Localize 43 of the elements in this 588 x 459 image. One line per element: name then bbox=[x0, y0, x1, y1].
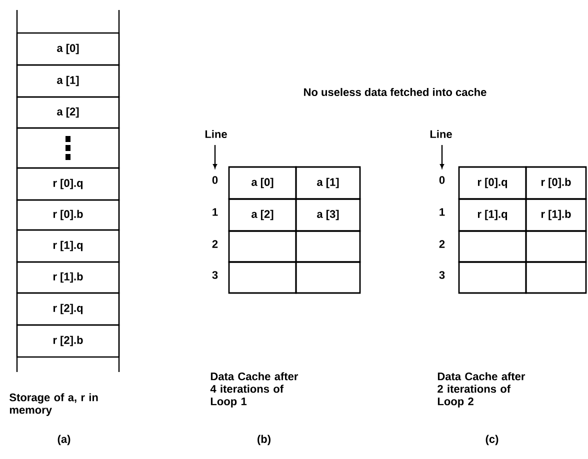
memory-cell: r [2].b bbox=[16, 324, 120, 358]
row-number: 0 bbox=[439, 176, 445, 184]
cache-cell bbox=[228, 230, 297, 263]
memory-cell: r [1].b bbox=[16, 261, 120, 294]
memory-cell: r [1].q bbox=[16, 229, 120, 263]
row-number: 3 bbox=[439, 271, 445, 279]
memory-cell: a [2] bbox=[16, 96, 120, 129]
memory-cell: a [0] bbox=[16, 32, 120, 66]
cache-cell bbox=[458, 230, 527, 263]
cache-cell: a [3] bbox=[295, 198, 361, 232]
row-number: 1 bbox=[212, 208, 218, 216]
cache-cell: r [1].b bbox=[525, 198, 587, 232]
row-number: 1 bbox=[440, 208, 445, 216]
row-number: 3 bbox=[212, 271, 218, 279]
axis-label: Line bbox=[205, 130, 227, 138]
cache-cell bbox=[525, 230, 587, 263]
memory-cell: a [1] bbox=[16, 64, 120, 98]
cache-cell bbox=[295, 230, 361, 263]
caption: Storage of a, r in memory bbox=[10, 393, 98, 416]
cache-cell bbox=[295, 261, 361, 294]
panel-label: (a) bbox=[58, 434, 70, 446]
cache-cell: r [1].q bbox=[458, 198, 527, 232]
row-number: 2 bbox=[439, 240, 445, 248]
row-number: 2 bbox=[212, 240, 218, 248]
cache-cell: a [1] bbox=[295, 166, 361, 200]
row-number: 0 bbox=[212, 176, 218, 184]
cache-cell bbox=[228, 261, 297, 294]
cache-cell: r [0].q bbox=[458, 166, 527, 200]
cache-cell: r [0].b bbox=[525, 166, 587, 200]
panel-label: (b) bbox=[258, 434, 270, 446]
caption: Data Cache after 2 iterations of Loop 2 bbox=[438, 372, 526, 408]
memory-cell: r [2].q bbox=[16, 292, 120, 326]
caption: Data Cache after 4 iterations of Loop 1 bbox=[210, 372, 298, 408]
axis-label: Line bbox=[430, 130, 452, 138]
memory-cell: r [0].b bbox=[16, 199, 120, 231]
heading: No useless data fetched into cache bbox=[304, 88, 486, 96]
cache-cell: a [2] bbox=[228, 198, 297, 232]
memory-cell: r [0].q bbox=[16, 167, 120, 201]
panel-label: (c) bbox=[486, 434, 498, 446]
ellipsis-cell bbox=[16, 127, 120, 169]
cache-cell bbox=[458, 261, 527, 294]
cache-cell: a [0] bbox=[228, 166, 297, 200]
cache-cell bbox=[525, 261, 587, 294]
